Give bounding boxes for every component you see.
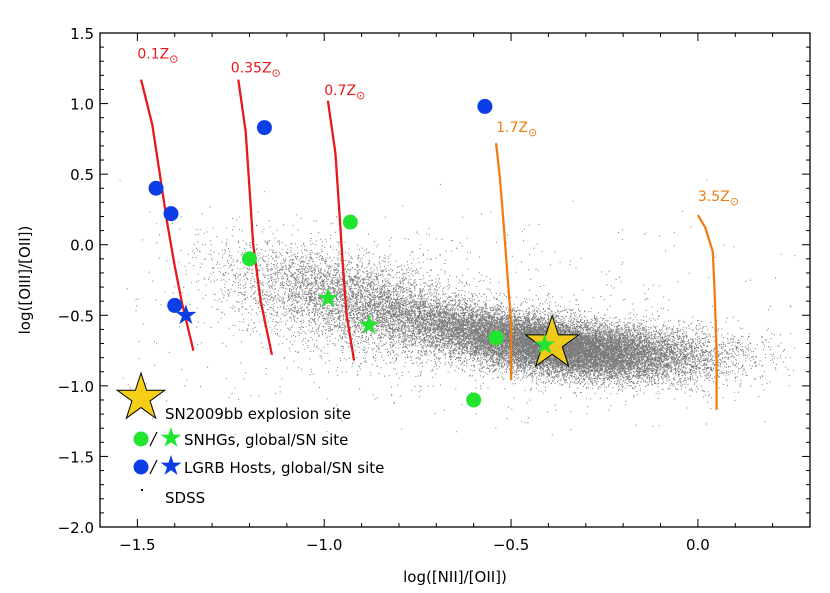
lgrb-hosts-global-point-0 <box>148 180 164 196</box>
metallicity-label-3: 1.7Z⊙ <box>496 120 537 139</box>
lgrb-hosts-sn-site-point-0 <box>175 304 197 325</box>
snhgs-global-point-3 <box>466 392 482 408</box>
legend-slash <box>149 459 158 475</box>
legend-big-star-icon <box>115 371 167 420</box>
x-tick-label: −0.5 <box>493 536 529 554</box>
legend-text-1: SNHGs, global/SN site <box>184 431 348 449</box>
snhgs-global-point-2 <box>488 330 504 346</box>
legend-star-icon <box>160 427 182 447</box>
legend-circle-icon <box>133 431 149 447</box>
lgrb-hosts-global-point-1 <box>163 206 179 222</box>
x-tick-label: −1.5 <box>119 536 155 554</box>
axis-ticks: −1.5 −1.0 −0.5 0.0 1.5 1.0 0.5 0.0 −0.5 −1.0 −1.5 −… <box>58 25 811 554</box>
metallicity-label-2: 0.7Z⊙ <box>324 83 365 102</box>
sun-symbol: ⊙ <box>356 89 365 102</box>
y-tick-label: −1.5 <box>58 448 94 466</box>
sdss-point-cloud <box>119 179 796 439</box>
metallicity-tracks: 0.1Z⊙ 0.35Z⊙ 0.7Z⊙ 1.7Z⊙ 3.5Z⊙ <box>137 46 739 410</box>
metallicity-track-4 <box>696 214 718 410</box>
metallicity-track-2 <box>326 100 356 361</box>
y-tick-label: 1.5 <box>70 25 94 43</box>
y-axis-label: log([OIII]/[OII]) <box>16 226 34 335</box>
legend-slash <box>149 431 158 447</box>
lgrb-hosts-global-point-4 <box>167 297 183 313</box>
metallicity-track-1 <box>237 79 274 356</box>
x-tick-label: 0.0 <box>686 536 710 554</box>
legend-circle-icon <box>133 459 149 475</box>
metallicity-label-0: 0.1Z⊙ <box>137 46 178 65</box>
sn2009bb-explosion-site-point-0 <box>523 313 581 368</box>
data-points <box>148 98 581 408</box>
y-tick-label: −0.5 <box>58 307 94 325</box>
legend-star-icon <box>160 455 182 475</box>
y-tick-label: 0.0 <box>70 237 94 255</box>
legend-text-3: SDSS <box>165 489 205 507</box>
sun-symbol: ⊙ <box>169 52 178 65</box>
x-tick-label: −1.0 <box>306 536 342 554</box>
y-tick-label: −1.0 <box>58 378 94 396</box>
legend-text-2: LGRB Hosts, global/SN site <box>184 459 384 477</box>
sun-symbol: ⊙ <box>272 67 281 80</box>
legend-text-0: SN2009bb explosion site <box>165 405 351 423</box>
y-tick-label: 1.0 <box>70 96 94 114</box>
y-tick-label: −2.0 <box>58 519 94 537</box>
sun-symbol: ⊙ <box>730 195 739 208</box>
snhgs-global-point-0 <box>342 214 358 230</box>
sun-symbol: ⊙ <box>528 126 537 139</box>
snhgs-global-point-1 <box>241 251 257 267</box>
snhgs-sn-site-point-1 <box>358 314 380 335</box>
y-tick-label: 0.5 <box>70 166 94 184</box>
snhgs-sn-site-point-0 <box>317 287 339 308</box>
legend-dot-icon <box>141 489 143 491</box>
lgrb-hosts-global-point-2 <box>256 120 272 136</box>
metallicity-label-4: 3.5Z⊙ <box>698 189 739 208</box>
sdss-points <box>119 179 796 439</box>
plot-frame <box>99 32 811 528</box>
x-axis-label: log([NII]/[OII]) <box>403 568 507 586</box>
metallicity-track-3 <box>494 142 513 381</box>
metallicity-track-0 <box>139 79 195 351</box>
lgrb-hosts-global-point-3 <box>477 98 493 114</box>
metallicity-label-1: 0.35Z⊙ <box>231 61 281 80</box>
snhgs-sn-site-point-overlay <box>534 333 556 354</box>
